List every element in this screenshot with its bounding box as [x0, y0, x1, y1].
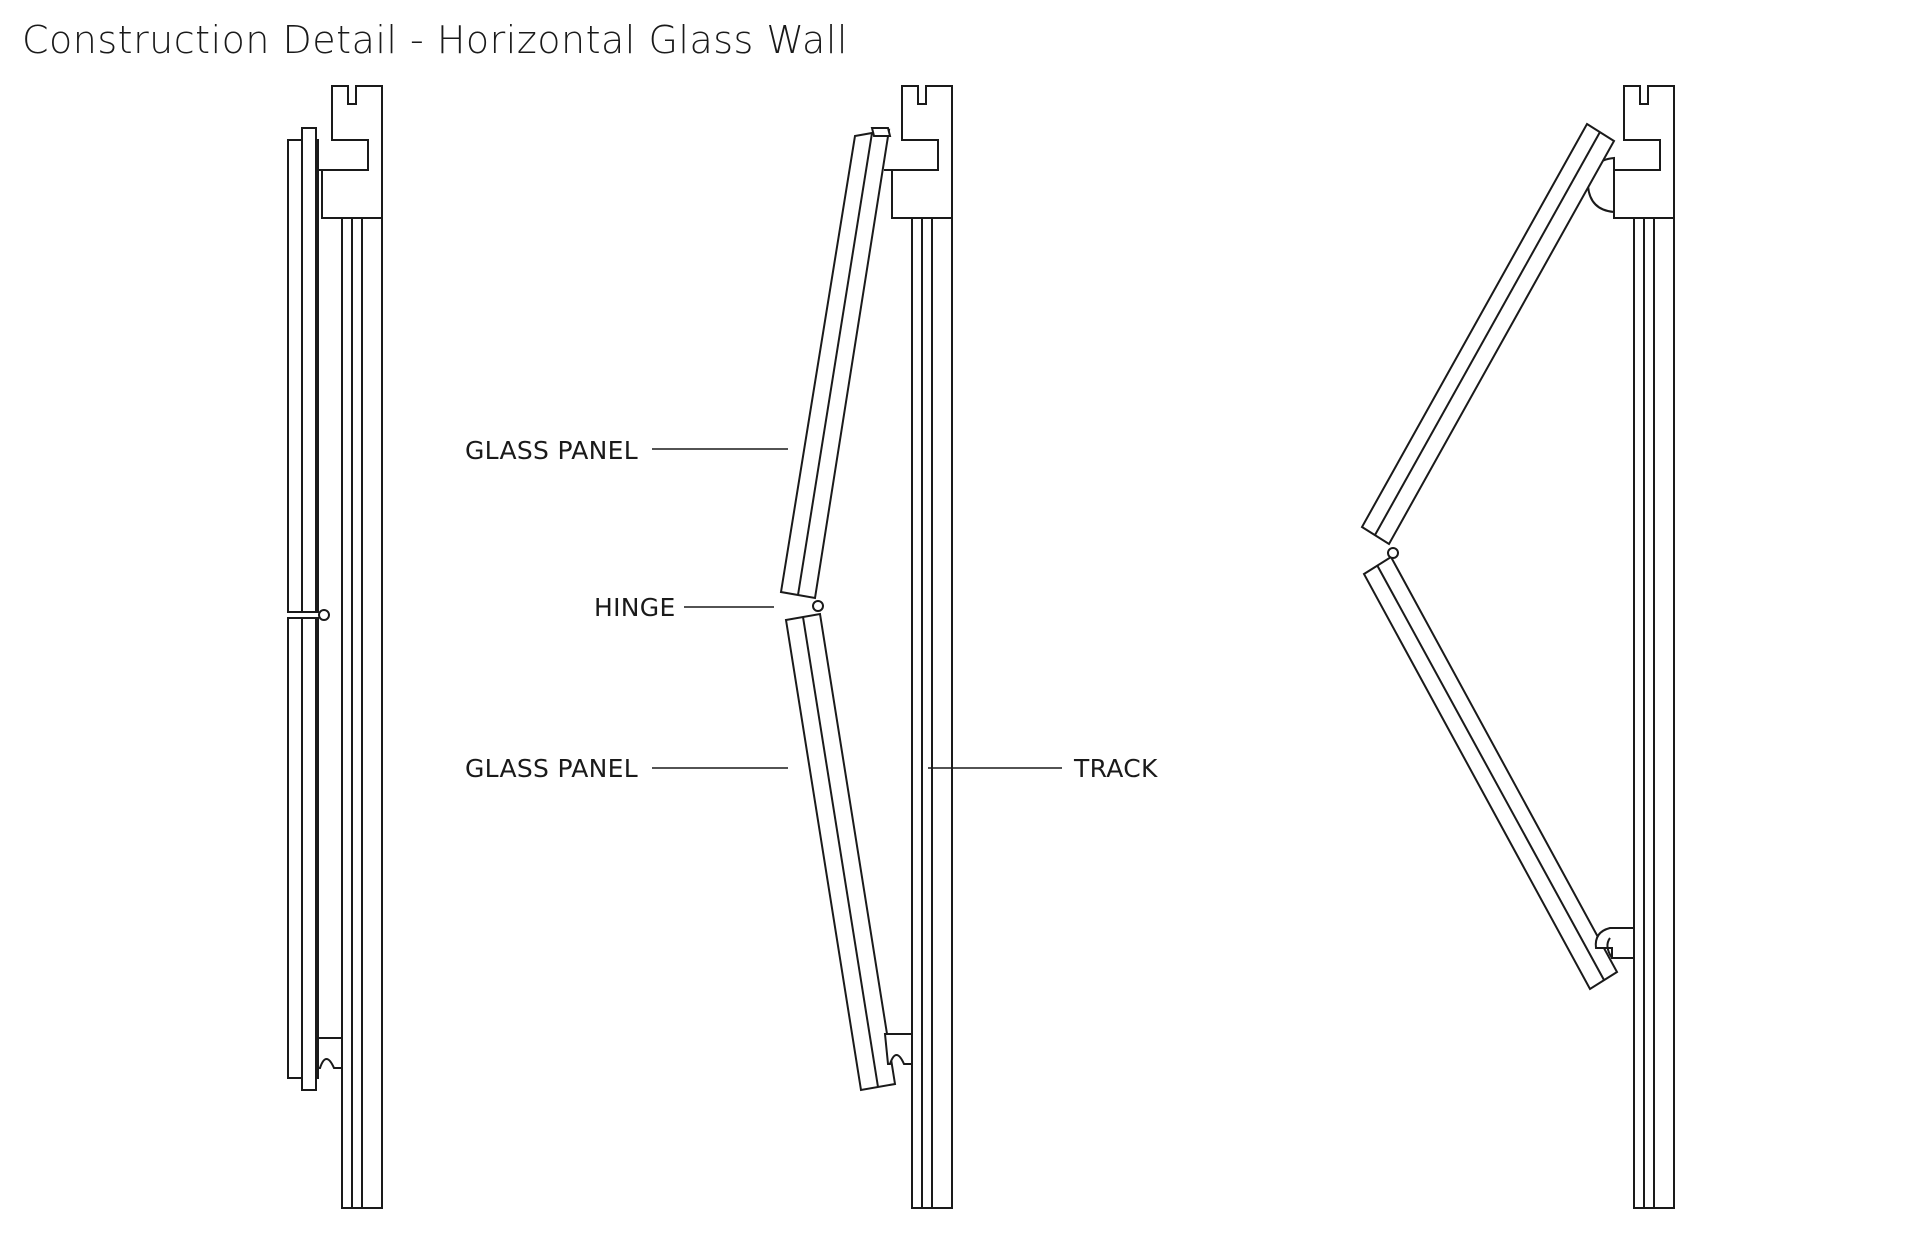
glass-panel-upper-open: [1360, 122, 1616, 546]
label-glass-panel-upper: GLASS PANEL: [465, 436, 638, 465]
annotations: GLASS PANEL HINGE GLASS PANEL TRACK: [465, 436, 1158, 783]
glass-panel-lower-partial: [784, 612, 897, 1092]
top-rail-bracket-partial: [891, 85, 953, 219]
lower-guide-bracket-open: [1594, 927, 1635, 959]
label-glass-panel-lower: GLASS PANEL: [465, 754, 638, 783]
hinge-partial: [812, 600, 824, 612]
state-partially-open: [779, 85, 953, 1209]
label-hinge: HINGE: [594, 593, 676, 622]
state-closed: [287, 85, 383, 1209]
glass-panel-lower-open: [1362, 555, 1619, 991]
glass-panel-upper-partial: [779, 127, 892, 600]
glass-panel-lower-closed: [287, 617, 319, 1091]
bottom-guide-closed: [317, 1037, 343, 1069]
track-closed: [341, 217, 383, 1209]
top-rail-bracket-open: [1613, 85, 1675, 219]
glass-panel-upper-closed: [287, 127, 322, 613]
label-track: TRACK: [1073, 754, 1158, 783]
hinge-open: [1387, 547, 1399, 559]
track-open: [1633, 217, 1675, 1209]
bottom-guide-partial: [883, 1033, 913, 1065]
top-rail-bracket-closed: [321, 85, 383, 219]
state-open: [1360, 85, 1675, 1209]
page-title: Construction Detail - Horizontal Glass W…: [22, 18, 848, 62]
hinge-closed: [302, 609, 330, 621]
track-partial: [911, 217, 953, 1209]
